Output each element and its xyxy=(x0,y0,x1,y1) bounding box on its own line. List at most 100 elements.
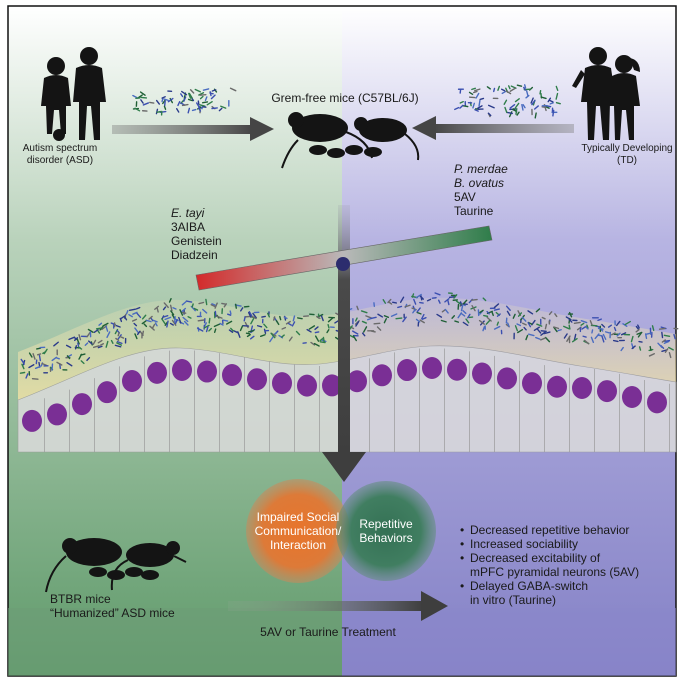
microbe-dash xyxy=(395,317,403,320)
nucleus xyxy=(122,369,142,392)
microbe-dash xyxy=(454,320,460,323)
microbe-dash xyxy=(161,318,166,325)
nucleus xyxy=(147,361,167,384)
microbe-dash xyxy=(540,96,547,100)
microbe-dash xyxy=(416,311,422,315)
microbe-dash xyxy=(128,313,133,318)
microbe-dash xyxy=(41,362,48,367)
microbe-dash xyxy=(421,313,425,320)
microbe-dash xyxy=(454,106,460,111)
microbe-dash xyxy=(152,319,158,323)
microbe-dash xyxy=(661,339,666,343)
microbe-dash xyxy=(506,111,513,115)
microbe-dash xyxy=(615,320,621,327)
td-factors: P. merdae B. ovatus 5AV Taurine xyxy=(454,162,508,218)
microbe-dash xyxy=(76,337,80,345)
microbe-dash xyxy=(673,333,676,340)
cell-dividers xyxy=(44,348,670,452)
microbe-dash xyxy=(38,354,42,362)
microbe-dash xyxy=(78,334,82,341)
microbe-dash xyxy=(185,300,193,303)
microbe-dash xyxy=(462,321,469,326)
td-microbe-2: B. ovatus xyxy=(454,176,505,190)
microbe-dash xyxy=(482,326,486,332)
microbe-dash xyxy=(171,319,177,326)
microbe-dash xyxy=(128,308,137,311)
microbe-dash xyxy=(478,319,486,325)
microbe-dash xyxy=(169,322,174,326)
microbe-dash xyxy=(651,325,655,331)
microbe-dash xyxy=(135,306,141,310)
microbe-dash xyxy=(213,328,217,334)
microbe-dash xyxy=(193,307,199,311)
nucleus xyxy=(247,368,267,391)
microbe-dash xyxy=(275,320,280,326)
microbe-dash xyxy=(540,331,546,336)
microbe-dash xyxy=(515,108,518,115)
microbe-dash xyxy=(256,325,263,328)
microbe-dash xyxy=(211,89,217,92)
microbe-dash xyxy=(412,308,416,314)
microbe-dash xyxy=(349,334,355,338)
microbe-dash xyxy=(181,301,187,306)
microbe-dash xyxy=(116,342,123,346)
microbe-dash xyxy=(327,317,334,323)
microbe-dash xyxy=(211,107,218,110)
microbe-dash xyxy=(188,92,193,99)
microbe-dash xyxy=(246,333,251,338)
microbe-dash xyxy=(295,330,301,336)
microbe-dash xyxy=(459,104,464,109)
microbe-dash xyxy=(356,305,359,311)
microbe-dash xyxy=(219,322,224,326)
microbe-dash xyxy=(297,317,303,320)
microbe-dash xyxy=(475,92,480,99)
microbe-dash xyxy=(149,101,155,104)
microbe-dash xyxy=(25,373,29,379)
btbr-line-2: “Humanized” ASD mice xyxy=(50,606,175,620)
microbe-dash xyxy=(415,318,421,323)
repetitive-line-1: Repetitive xyxy=(359,517,413,531)
microbe-dash xyxy=(163,302,169,309)
microbe-dash xyxy=(110,339,114,344)
microbe-dash xyxy=(517,312,523,317)
nucleus xyxy=(422,357,442,380)
microbe-dash xyxy=(479,309,484,314)
microbe-dash xyxy=(32,353,36,360)
td-label: Typically Developing (TD) xyxy=(572,143,682,167)
microbe-dash xyxy=(613,326,617,332)
microbe-dash xyxy=(544,336,551,343)
microbe-dash xyxy=(316,315,321,320)
social-line-2: Communication/ xyxy=(254,524,342,538)
microbe-dash xyxy=(132,311,138,315)
microbe-dash xyxy=(451,315,456,319)
microbe-dash xyxy=(517,328,524,334)
microbe-dash xyxy=(415,293,422,299)
vertical-arrow-shaft xyxy=(338,205,350,455)
microbe-dash xyxy=(553,326,560,330)
social-impairment-circle xyxy=(246,479,350,583)
microbe-dash xyxy=(467,313,471,319)
microbe-dash xyxy=(204,322,208,327)
microbe-dash xyxy=(53,341,59,347)
btbr-line-1: BTBR mice xyxy=(50,592,111,606)
microbe-dash xyxy=(566,335,571,342)
microbe-dash xyxy=(635,325,640,331)
microbe-dash xyxy=(383,315,390,318)
nucleus xyxy=(647,391,667,414)
microbe-dash xyxy=(522,104,526,109)
microbe-dash xyxy=(524,84,527,89)
microbe-dash xyxy=(493,325,501,330)
donor-microbiota-clusters xyxy=(132,84,561,119)
microbe-dash xyxy=(239,325,244,332)
btbr-label: BTBR mice “Humanized” ASD mice xyxy=(50,592,175,620)
microbe-dash xyxy=(292,315,296,322)
td-metabolite-1: 5AV xyxy=(454,190,476,204)
nucleus xyxy=(372,364,392,387)
microbe-dash xyxy=(541,316,546,320)
microbe-dash xyxy=(516,111,520,116)
microbe-dash xyxy=(500,88,506,92)
microbe-dash xyxy=(512,313,516,319)
nucleus xyxy=(497,367,517,390)
microbe-dash xyxy=(549,102,554,105)
microbe-dash xyxy=(352,330,359,335)
